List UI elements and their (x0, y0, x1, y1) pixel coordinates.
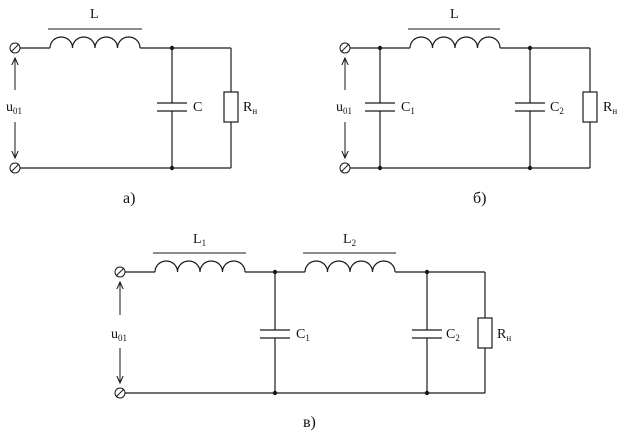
junction-dot (424, 390, 430, 396)
capacitor-1 (260, 272, 290, 393)
input-terminal-bottom (114, 387, 126, 399)
inductor-1 (154, 260, 246, 273)
junction-dot (377, 45, 383, 51)
voltage-label: u01 (111, 327, 127, 343)
capacitor-2 (412, 272, 442, 393)
capacitor-1-label: C1 (401, 100, 415, 116)
inductor (49, 36, 141, 49)
inductor-1-label: L1 (193, 232, 206, 248)
capacitor-2-label: C2 (550, 100, 564, 116)
circuit-a: L C Rн u01 а) (6, 7, 257, 207)
junction-dot (424, 269, 430, 275)
capacitor-label: C (193, 100, 202, 115)
load-resistor (477, 272, 493, 393)
inductor (409, 36, 501, 49)
capacitor-2-label: C2 (446, 327, 460, 343)
input-terminal-bottom (9, 162, 21, 174)
voltage-label: u01 (6, 100, 22, 116)
junction-dot (527, 45, 533, 51)
load-label: Rн (243, 100, 257, 116)
load-resistor (582, 48, 598, 168)
junction-dot (527, 165, 533, 171)
capacitor (157, 48, 187, 168)
capacitor-1 (365, 48, 395, 168)
circuit-b: L C1 C2 Rн u01 б) (336, 7, 617, 207)
caption-a: а) (123, 190, 135, 207)
circuit-c: L1 L2 C1 C2 Rн u01 в) (111, 232, 511, 431)
voltage-label: u01 (336, 100, 352, 116)
input-terminal-top (9, 42, 21, 54)
load-label: Rн (603, 100, 617, 116)
junction-dot (169, 45, 175, 51)
junction-dot (272, 390, 278, 396)
capacitor-1-label: C1 (296, 327, 310, 343)
inductor-label: L (90, 7, 99, 22)
junction-dot (272, 269, 278, 275)
input-terminal-top (339, 42, 351, 54)
caption-c: в) (303, 414, 316, 431)
inductor-label: L (450, 7, 459, 22)
input-terminal-bottom (339, 162, 351, 174)
caption-b: б) (473, 190, 486, 207)
load-label: Rн (497, 327, 511, 343)
junction-dot (169, 165, 175, 171)
capacitor-2 (515, 48, 545, 168)
junction-dot (377, 165, 383, 171)
inductor-2 (304, 260, 396, 273)
inductor-2-label: L2 (343, 232, 356, 248)
input-terminal-top (114, 266, 126, 278)
load-resistor (223, 48, 239, 168)
